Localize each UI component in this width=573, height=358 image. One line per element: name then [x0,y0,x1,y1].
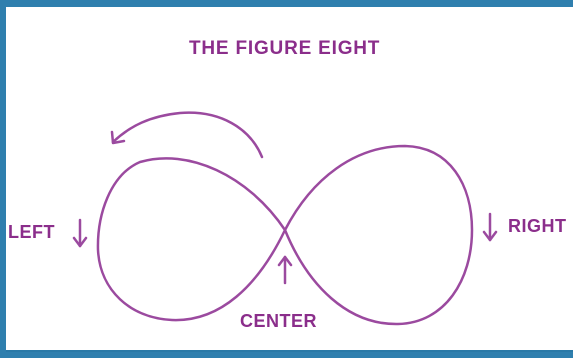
right-label: RIGHT [508,216,567,237]
right-down-arrow-icon [484,214,496,240]
curved-arrow-icon [112,113,262,157]
center-up-arrow-icon [279,257,291,283]
left-label: LEFT [8,222,55,243]
left-down-arrow-icon [74,220,86,246]
diagram-title: THE FIGURE EIGHT [189,38,380,60]
figure-eight-path [98,146,472,324]
center-label: CENTER [240,311,317,332]
